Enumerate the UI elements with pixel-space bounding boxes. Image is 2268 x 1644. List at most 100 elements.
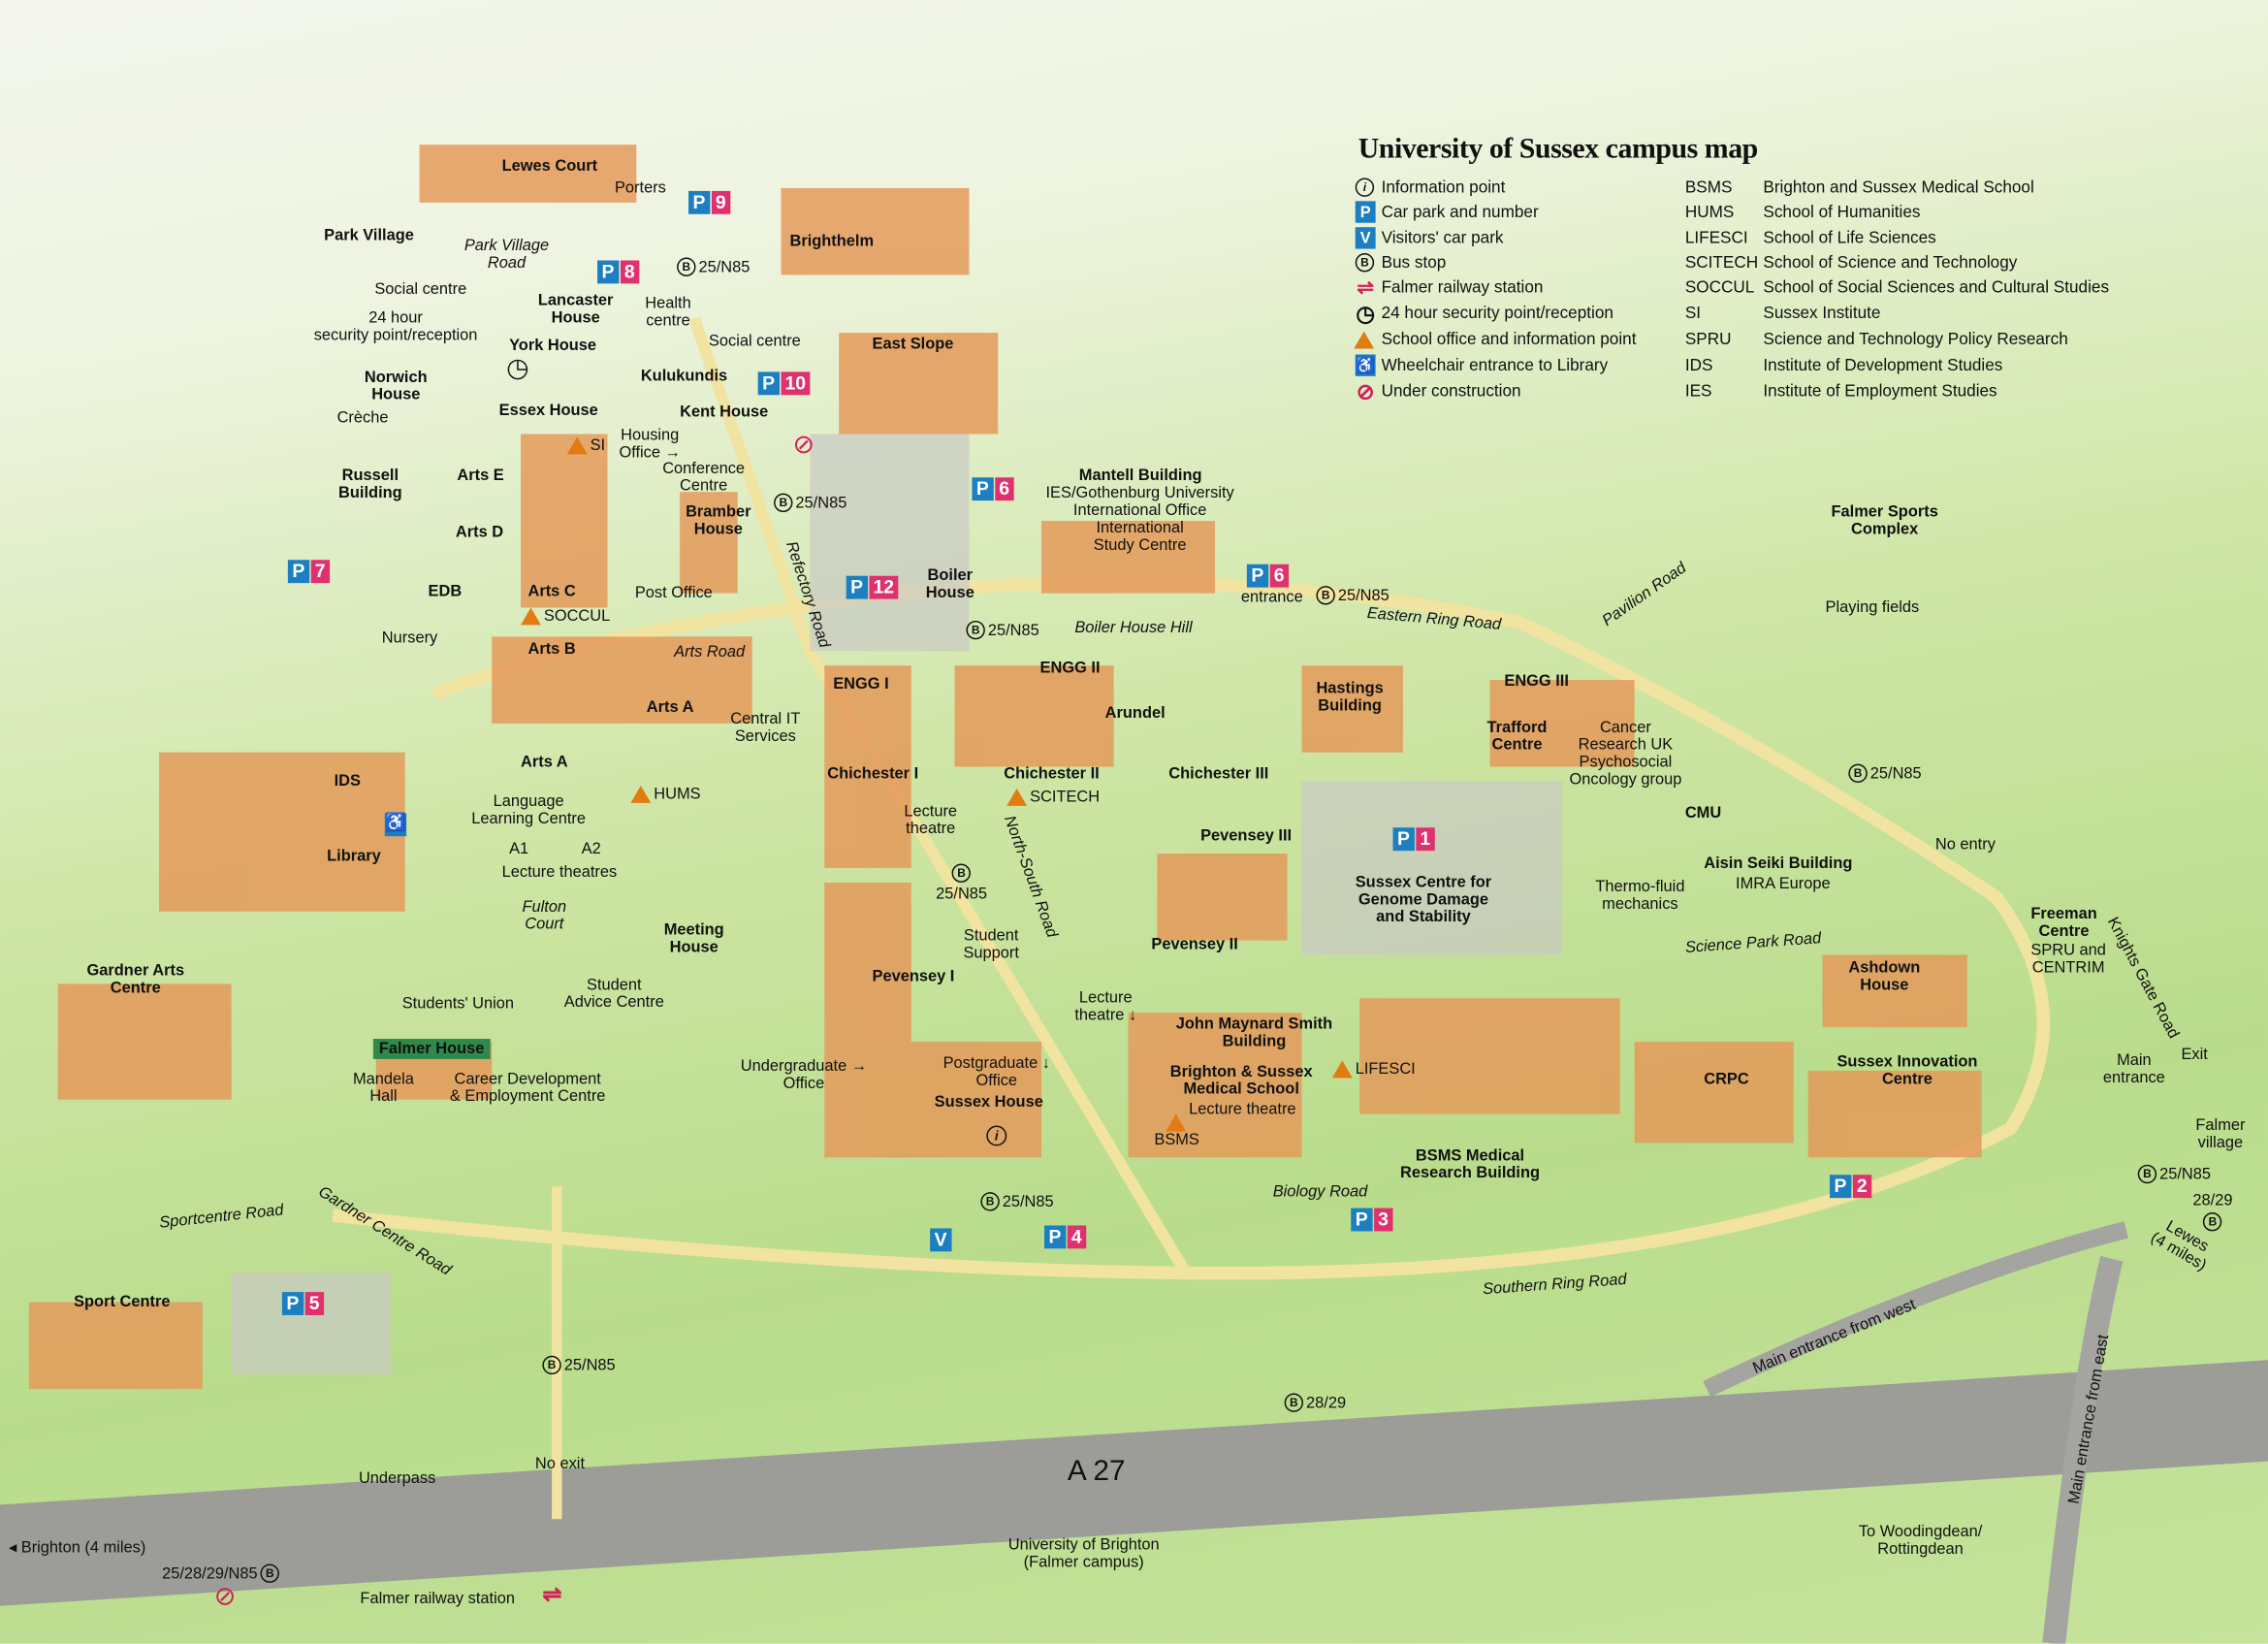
car-park-number: 5: [304, 1292, 325, 1315]
arts-b-label: Arts B: [527, 640, 576, 659]
bus-stop-icon: B: [966, 620, 985, 640]
legend-abbr: SPRU: [1684, 330, 1732, 348]
engg-3-label: ENGG III: [1504, 672, 1569, 691]
social-centre-label: Social centre: [708, 333, 801, 350]
school-office-scitech[interactable]: SCITECH: [1006, 788, 1101, 806]
a1-label: A1: [509, 840, 529, 858]
porters-label: Porters: [614, 178, 666, 197]
school-office-si[interactable]: SI: [566, 436, 605, 455]
legend-abbr: BSMS: [1684, 178, 1733, 197]
bus-stop-icon: B: [677, 257, 696, 276]
edb-label: EDB: [428, 583, 463, 601]
school-office-soccul[interactable]: SOCCUL: [521, 607, 610, 626]
bsms-lecture-theatre-label: Lecture theatre: [1189, 1101, 1296, 1119]
legend-abbr: IES: [1684, 382, 1712, 401]
car-park-icon: P: [846, 575, 868, 599]
legend-full: Science and Technology Policy Research: [1763, 330, 2068, 348]
a27-road: [0, 1360, 2268, 1606]
spru-centrim-label: SPRU and CENTRIM: [2030, 942, 2106, 977]
triangle-icon: [1006, 788, 1028, 806]
information-icon: i: [1355, 177, 1375, 197]
jms-building-label: John Maynard Smith Building: [1175, 1015, 1333, 1050]
car-park-number: 12: [869, 575, 899, 599]
car-park-icon: P: [1351, 1208, 1373, 1232]
west-slip-road: [1703, 1221, 2128, 1398]
bus-routes: 25/N85: [563, 1356, 616, 1374]
sussex-innovation-centre-label: Sussex Innovation Centre: [1837, 1052, 1978, 1088]
bus-routes: 25/N85: [987, 621, 1039, 639]
pevensey-2-label: Pevensey II: [1151, 936, 1238, 954]
chichester-1-label: Chichester I: [827, 765, 919, 784]
car-park-icon: P: [972, 477, 994, 501]
school-office-hums[interactable]: HUMS: [630, 785, 701, 803]
school-office-bsms[interactable]: BSMS: [1154, 1113, 1199, 1148]
bus-routes: 25/N85: [698, 258, 751, 276]
aisin-seiki-label: Aisin Seiki Building: [1704, 854, 1853, 873]
school-office-lifesci[interactable]: LIFESCI: [1331, 1060, 1416, 1079]
student-advice-label: Student Advice Centre: [563, 976, 664, 1012]
bsms-label: Brighton & Sussex Medical School: [1169, 1063, 1313, 1099]
car-park-icon: P: [688, 190, 710, 214]
arts-road-label: Arts Road: [674, 643, 746, 661]
visitors-car-park[interactable]: V: [930, 1228, 952, 1252]
bus-routes: 25/N85: [1869, 764, 1922, 783]
legend-label: Wheelchair entrance to Library: [1381, 356, 1609, 374]
car-park-number: 4: [1067, 1225, 1087, 1249]
chichester-3-label: Chichester III: [1168, 765, 1269, 784]
pevensey-3-label: Pevensey III: [1200, 827, 1293, 846]
legend-abbr: IDS: [1684, 356, 1713, 374]
car-parks: [231, 434, 1563, 1375]
car-park-icon: P: [757, 371, 780, 396]
bus-stop-icon: B: [2137, 1164, 2157, 1184]
health-centre-label: Health centre: [645, 295, 691, 331]
thermo-fluid-label: Thermo-fluid mechanics: [1595, 878, 1685, 914]
social-centre-label: Social centre: [374, 280, 467, 299]
legend-full: Institute of Development Studies: [1763, 356, 2003, 374]
housing-office-label: Housing Office →: [619, 427, 681, 462]
ids-label: IDS: [334, 772, 361, 790]
lecture-theatres-label: Lecture theatres: [501, 863, 618, 882]
school-label: SCITECH: [1030, 788, 1101, 806]
construction-icon: ⊘: [1356, 379, 1375, 404]
student-support-label: Student Support: [963, 927, 1019, 962]
railway-icon: ⇌: [1357, 274, 1374, 299]
car-park-icon: P: [1392, 827, 1415, 852]
bus-stop-icon: B: [1355, 253, 1375, 273]
legend-label: Car park and number: [1381, 203, 1539, 221]
car-park-icon: P: [1830, 1175, 1851, 1199]
university-of-brighton-label: University of Brighton (Falmer campus): [1007, 1536, 1160, 1571]
cmu-label: CMU: [1684, 804, 1722, 822]
york-house-label: York House: [509, 337, 597, 355]
a27-label: A 27: [1067, 1455, 1126, 1488]
triangle-icon: [1354, 329, 1376, 350]
legend-full: Institute of Employment Studies: [1763, 382, 1997, 401]
pevensey-1-label: Pevensey I: [872, 967, 955, 985]
cancer-research-label: Cancer Research UK Psychosocial Oncology…: [1569, 719, 1682, 789]
